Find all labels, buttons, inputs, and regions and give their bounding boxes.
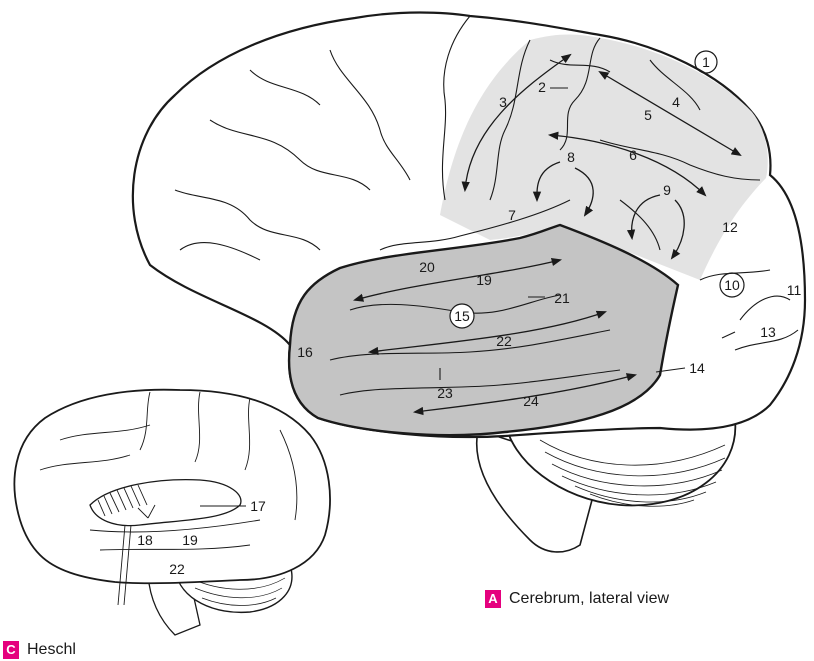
label-10: 10 <box>724 277 740 293</box>
label-14: 14 <box>689 360 705 376</box>
caption-c: C Heschl <box>3 641 76 659</box>
label-19: 19 <box>476 272 492 288</box>
label-22: 22 <box>496 333 512 349</box>
label-1: 1 <box>702 54 710 70</box>
label-3: 3 <box>499 94 507 110</box>
label-15: 15 <box>454 308 470 324</box>
inset-label-19: 19 <box>182 532 198 548</box>
label-6: 6 <box>629 147 637 163</box>
label-2: 2 <box>538 79 546 95</box>
label-23: 23 <box>437 385 453 401</box>
label-7: 7 <box>508 207 516 223</box>
label-21: 21 <box>554 290 570 306</box>
label-20: 20 <box>419 259 435 275</box>
caption-c-text: Heschl <box>27 641 76 659</box>
inset-label-22: 22 <box>169 561 185 577</box>
label-12: 12 <box>722 219 738 235</box>
caption-a: A Cerebrum, lateral view <box>485 590 669 608</box>
caption-c-badge: C <box>3 641 19 659</box>
inset-brain: 17 18 19 22 <box>14 390 330 635</box>
caption-a-badge: A <box>485 590 501 608</box>
inset-label-17: 17 <box>250 498 266 514</box>
label-11: 11 <box>787 282 802 298</box>
inset-label-18: 18 <box>137 532 153 548</box>
caption-a-text: Cerebrum, lateral view <box>509 590 669 608</box>
label-24: 24 <box>523 393 539 409</box>
label-5: 5 <box>644 107 652 123</box>
label-8: 8 <box>567 149 575 165</box>
label-4: 4 <box>672 94 680 110</box>
label-9: 9 <box>663 182 671 198</box>
label-13: 13 <box>760 324 776 340</box>
label-16: 16 <box>297 344 313 360</box>
